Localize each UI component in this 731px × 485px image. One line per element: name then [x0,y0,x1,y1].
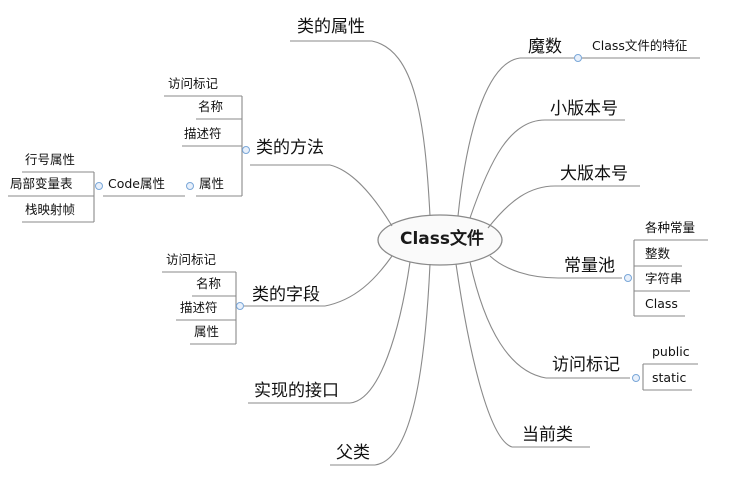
collapse-bubble-method-attr [186,182,194,190]
connector-fields [324,255,393,307]
connector-access-flags [469,261,547,379]
node-access-flag-item[interactable]: public [652,344,690,359]
node-access-flags[interactable]: 访问标记 [552,355,620,375]
node-access-flag-item[interactable]: static [652,370,687,385]
node-super-class[interactable]: 父类 [336,443,370,463]
node-constant-pool-item[interactable]: 字符串 [645,271,683,286]
node-code-attr-item[interactable]: 栈映射帧 [25,202,76,217]
connector-interfaces [349,261,411,404]
node-method-item[interactable]: 属性 [199,176,225,191]
connector-this-class [455,263,513,448]
node-field-item[interactable]: 属性 [194,324,220,339]
node-method-item[interactable]: 访问标记 [168,76,219,91]
node-code-attr-item[interactable]: 局部变量表 [10,176,73,191]
node-code-attr[interactable]: Code属性 [108,176,166,191]
node-class-attributes[interactable]: 类的属性 [297,17,365,37]
collapse-bubble-constant-pool [624,274,632,282]
node-methods[interactable]: 类的方法 [256,138,324,158]
node-magic-note[interactable]: Class文件的特征 [592,38,688,53]
node-minor-version[interactable]: 小版本号 [550,99,618,119]
node-code-attr-item[interactable]: 行号属性 [25,152,76,167]
node-field-item[interactable]: 访问标记 [166,252,217,267]
connector-constant-pool [489,255,559,279]
node-constant-pool-item[interactable]: Class [645,296,678,311]
collapse-bubble-code [95,182,103,190]
node-this-class[interactable]: 当前类 [522,425,573,445]
collapse-bubble-fields [236,302,244,310]
center-node-outline [377,214,503,266]
node-magic[interactable]: 魔数 [528,37,562,57]
node-fields[interactable]: 类的字段 [252,285,320,305]
node-constant-pool-item[interactable]: 整数 [645,246,671,261]
connector-magic [457,57,521,217]
connector-super-class [374,263,431,466]
node-interfaces[interactable]: 实现的接口 [254,381,339,401]
node-constant-pool-item[interactable]: 各种常量 [645,220,696,235]
connector-minor-version [469,119,546,219]
center-node-label[interactable]: Class文件 [400,229,485,249]
collapse-bubble-access-flags [632,374,640,382]
collapse-bubble-magic [574,54,582,62]
collapse-bubble-methods [242,146,250,154]
connector-major-version [487,185,556,229]
node-method-item[interactable]: 描述符 [184,126,222,141]
connector-class-attributes [371,40,431,217]
node-constant-pool[interactable]: 常量池 [564,256,615,276]
node-field-item[interactable]: 名称 [196,276,222,291]
connector-methods [329,164,393,227]
node-field-item[interactable]: 描述符 [180,300,218,315]
node-method-item[interactable]: 名称 [198,99,224,114]
node-major-version[interactable]: 大版本号 [560,164,628,184]
